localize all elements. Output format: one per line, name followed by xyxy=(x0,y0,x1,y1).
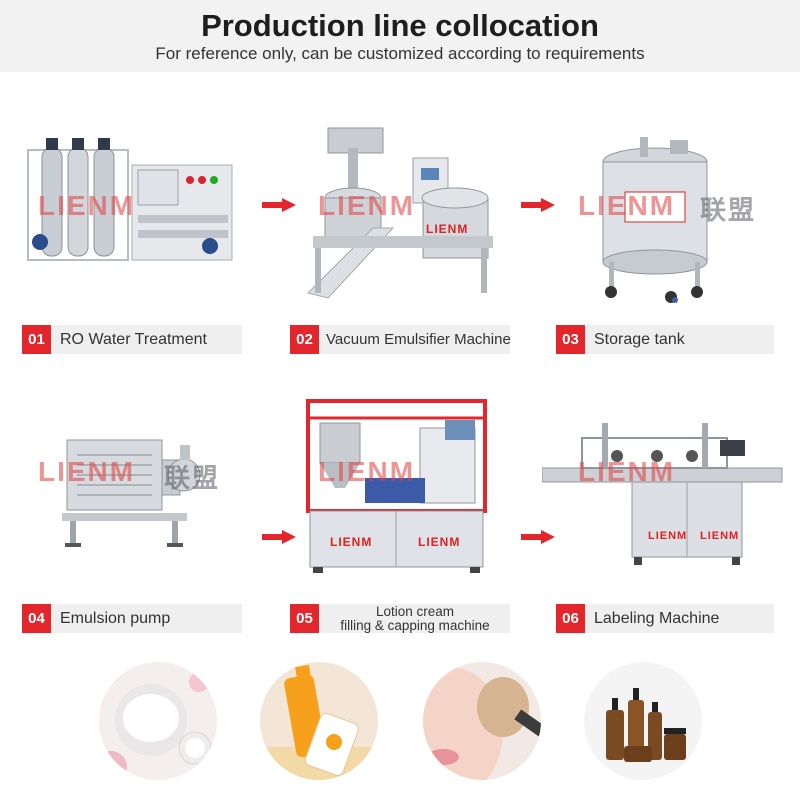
cream-jar-icon xyxy=(99,662,217,780)
cosmetic-bottles-photo xyxy=(584,662,702,780)
step-label-05: 05 Lotion cream filling & capping machin… xyxy=(290,604,510,633)
step-number: 05 xyxy=(290,604,319,633)
step-title: Vacuum Emulsifier Machine xyxy=(326,331,511,348)
labeling-machine-image xyxy=(542,423,783,565)
watermark: LIENM xyxy=(578,190,676,221)
filling-capping-machine-image xyxy=(306,399,487,573)
watermark-cjk: 联盟 xyxy=(164,463,221,493)
face-brush-icon xyxy=(423,662,541,780)
watermark: LIENM xyxy=(38,190,136,221)
watermark: LIENM xyxy=(418,535,461,549)
step-label-06: 06 Labeling Machine xyxy=(556,604,774,633)
step-number: 04 xyxy=(22,604,51,633)
watermark-cjk: 联盟 xyxy=(700,195,757,225)
step-title-line-2: filling & capping machine xyxy=(340,618,490,633)
cream-jar-photo xyxy=(99,662,217,780)
step-label-03: 03 Storage tank xyxy=(556,325,774,354)
sunscreen-icon xyxy=(260,662,378,780)
page-subtitle: For reference only, can be customized ac… xyxy=(155,44,645,63)
makeup-face-photo xyxy=(423,662,541,780)
step-title: Emulsion pump xyxy=(60,610,171,627)
sunscreen-photo xyxy=(260,662,378,780)
watermark: LIENM xyxy=(330,535,373,549)
arrow-right-icon xyxy=(521,530,555,544)
vacuum-emulsifier-image xyxy=(307,127,493,299)
step-number: 06 xyxy=(556,604,585,633)
header-band: Production line collocation For referenc… xyxy=(0,0,800,72)
watermark: LIENM xyxy=(426,222,469,236)
watermark: LIENM xyxy=(578,456,676,487)
arrow-right-icon xyxy=(262,530,296,544)
arrow-right-icon xyxy=(521,198,555,212)
step-title-line-1: Lotion cream xyxy=(375,604,455,619)
step-title: RO Water Treatment xyxy=(60,331,207,348)
step-label-01: 01 RO Water Treatment xyxy=(22,325,242,354)
step-title: Lotion cream filling & capping machine xyxy=(330,605,500,634)
step-label-02: 02 Vacuum Emulsifier Machine xyxy=(290,325,511,354)
watermark: LIENM xyxy=(700,530,740,542)
watermark: LIENM xyxy=(318,456,416,487)
step-number: 02 xyxy=(290,325,319,354)
step-label-04: 04 Emulsion pump xyxy=(22,604,242,633)
watermark: LIENM xyxy=(38,456,136,487)
page-title: Production line collocation xyxy=(201,8,599,43)
step-title: Storage tank xyxy=(594,331,685,348)
step-number: 01 xyxy=(22,325,51,354)
storage-tank-image xyxy=(602,137,708,303)
emulsion-pump-image xyxy=(62,439,201,547)
step-number: 03 xyxy=(556,325,585,354)
bottles-icon xyxy=(584,662,702,780)
ro-water-treatment-image xyxy=(27,138,233,261)
watermark: LIENM xyxy=(648,530,688,542)
watermark: LIENM xyxy=(318,190,416,221)
step-title: Labeling Machine xyxy=(594,610,720,627)
arrow-right-icon xyxy=(262,198,296,212)
